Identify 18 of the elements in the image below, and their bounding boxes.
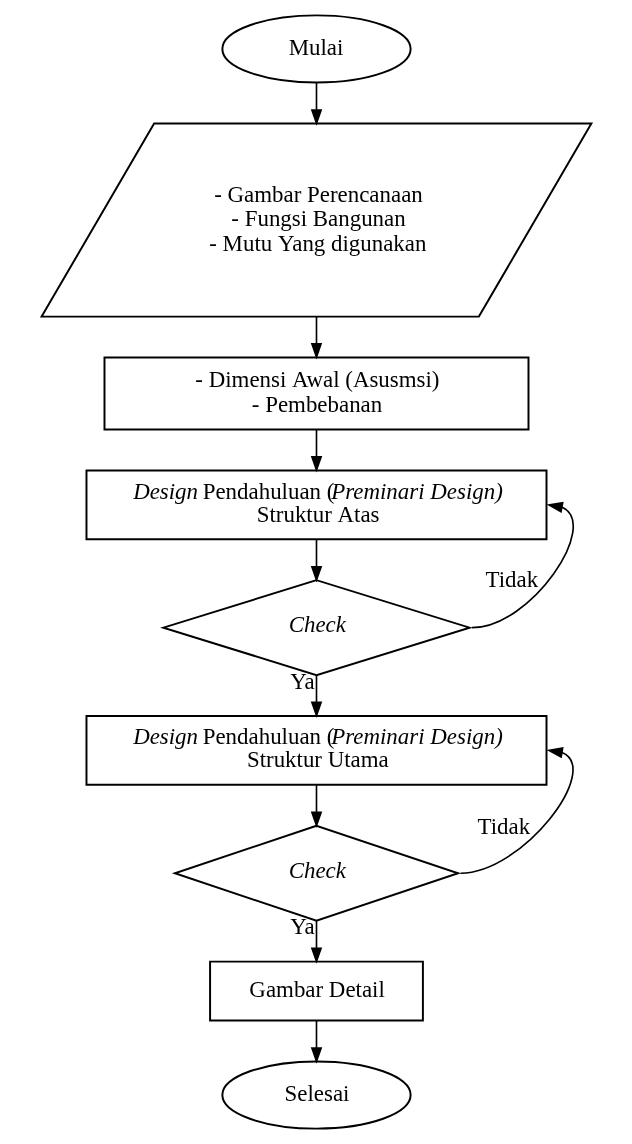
node-box: Gambar Detail — [208, 960, 424, 1022]
arrow — [310, 1019, 322, 1064]
arrow — [310, 315, 322, 360]
arrow — [310, 674, 322, 718]
node-ellipse: Selesai — [220, 1060, 412, 1130]
arrow — [310, 538, 322, 583]
arrow — [310, 82, 322, 126]
arrow — [459, 747, 574, 875]
node-ellipse: Mulai — [220, 14, 412, 84]
node-box: Design Pendahuluan (Preminari Design) Struktur Utama — [85, 715, 547, 786]
arrow — [470, 501, 574, 629]
edge-label: Tidak — [484, 566, 538, 592]
arrow — [310, 429, 322, 473]
node-box: - Dimensi Awal (Asusmsi) - Pembebanan — [103, 356, 529, 431]
node-box: Design Pendahuluan (Preminari Design) Struktur Atas — [85, 469, 547, 541]
arrow — [310, 784, 322, 828]
arrow — [310, 920, 322, 964]
edge-label: Tidak — [477, 813, 530, 839]
